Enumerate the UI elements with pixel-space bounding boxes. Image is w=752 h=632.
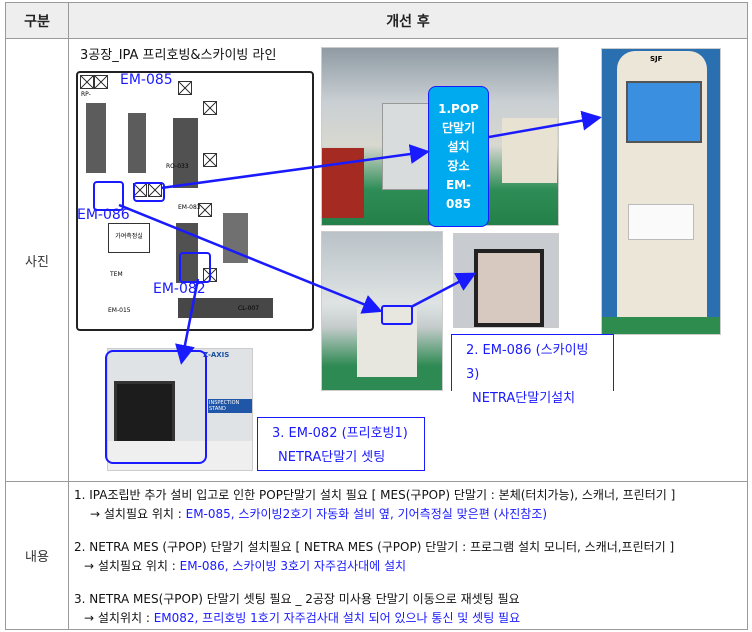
content-cell: [68, 481, 748, 630]
kiosk-printer: [628, 204, 694, 240]
callout-em086: 2. EM-086 (스카이빙 3) NETRA단말기설치: [451, 334, 614, 406]
arrow-monitor: [410, 272, 477, 309]
callout-em082-title: 3. EM-082 (프리호빙1): [272, 426, 408, 441]
callout-em086-title: 2. EM-086 (스카이빙 3): [466, 343, 589, 382]
em082-highlight: [179, 252, 211, 283]
em085-label: EM-085: [120, 72, 173, 88]
item-1-sub-prefix: → 설치필요 위치 :: [90, 507, 186, 521]
item-1-location: EM-085, 스카이빙2호기 자동화 설비 옆, 기어측정실 맞은편 (사진참…: [185, 507, 548, 521]
callout-em082-desc: NETRA단말기 셋팅: [278, 450, 386, 465]
photo-netra-monitor: [453, 233, 559, 328]
label-cl007: CL-007: [238, 305, 260, 312]
item-3-location: EM082, 프리호빙 1호기 자주검사대 설치 되어 있으나 통신 및 셋팅 …: [153, 611, 521, 625]
label-tem: TEM: [110, 271, 123, 278]
callout-em082: 3. EM-082 (프리호빙1) NETRA단말기 셋팅: [257, 417, 425, 471]
photo-pop-kiosk: SJF: [601, 48, 721, 335]
floorplan-title: 3공장_IPA 프리호빙&스카이빙 라인: [80, 48, 277, 63]
item-1-main: 1. IPA조립반 추가 설비 입고로 인한 POP단말기 설치 필요 [ ME…: [74, 488, 676, 502]
inspection-sign: INSPECTION STAND: [208, 399, 252, 413]
em086-photo-highlight: [381, 305, 413, 325]
label-ro033: RO-033: [166, 163, 189, 170]
callout-pop-line: 단말기: [441, 120, 476, 135]
arrow-kiosk: [488, 110, 602, 139]
item-3-sub: → 설치위치 : EM082, 프리호빙 1호기 자주검사대 설치 되어 있으나…: [74, 609, 675, 628]
callout-pop-line: 장소: [447, 158, 470, 173]
arrow-em086: [118, 203, 383, 314]
item-2-location: EM-086, 스카이빙 3호기 자주검사대에 설치: [179, 559, 407, 573]
axis-sign: Z-AXIS: [203, 351, 230, 359]
kiosk-screen: [626, 81, 702, 143]
item-1-sub: → 설치필요 위치 : EM-085, 스카이빙2호기 자동화 설비 옆, 기어…: [74, 505, 675, 524]
item-3-main: 3. NETRA MES(구POP) 단말기 셋팅 필요 _ 2공장 미사용 단…: [74, 592, 520, 606]
photo-em082-site: Z-AXIS INSPECTION STAND: [107, 348, 253, 471]
em086-highlight: [93, 181, 124, 211]
callout-pop-location: 1.POP 단말기 설치 장소 EM- 085: [428, 86, 489, 227]
item-2-sub-prefix: → 설치필요 위치 :: [84, 559, 180, 573]
item-2-main: 2. NETRA MES (구POP) 단말기 설치필요 [ NETRA MES…: [74, 540, 675, 554]
gear-room: 가여측정실: [108, 223, 150, 253]
em082-label: EM-082: [153, 281, 206, 297]
callout-pop-line: 설치: [447, 139, 470, 154]
em082-photo-highlight: [105, 350, 207, 464]
em086-label: EM-086: [77, 207, 130, 223]
label-rp: RP-: [81, 91, 91, 98]
item-3-sub-prefix: → 설치위치 :: [84, 611, 154, 625]
content-list: 1. IPA조립반 추가 설비 입고로 인한 POP단말기 설치 필요 [ ME…: [74, 486, 675, 628]
kiosk-brand: SJF: [650, 55, 663, 63]
em085-highlight: [133, 182, 165, 202]
callout-em086-desc: NETRA단말기설치: [472, 391, 576, 406]
label-em083: EM-083: [178, 204, 201, 211]
callout-pop-line: 1.POP: [438, 101, 479, 116]
header-col-category: 구분: [5, 2, 69, 39]
label-em015: EM-015: [108, 307, 131, 314]
item-2-sub: → 설치필요 위치 : EM-086, 스카이빙 3호기 자주검사대에 설치: [74, 557, 675, 576]
callout-pop-line: EM-: [445, 177, 472, 192]
callout-pop-line: 085: [445, 196, 472, 211]
arrow-em085: [160, 144, 430, 190]
arrow-em082: [175, 278, 200, 365]
